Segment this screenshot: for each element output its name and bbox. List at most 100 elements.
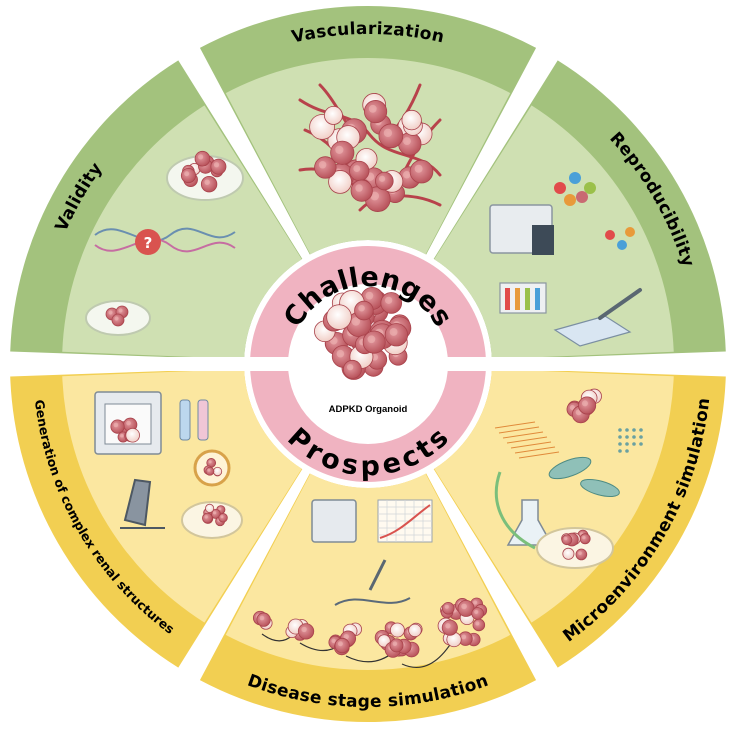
ecm-fiber	[498, 426, 540, 434]
cell-highlight	[582, 535, 586, 540]
cell-highlight	[336, 349, 345, 358]
cell-highlight	[113, 422, 119, 428]
stage-1-cells	[252, 610, 273, 630]
light-cell	[389, 622, 405, 638]
cell-highlight	[198, 154, 204, 160]
cell-highlight	[204, 515, 208, 519]
center-organoid-cells	[314, 286, 412, 380]
reproducibility-illustration	[489, 172, 642, 347]
cell	[384, 323, 409, 347]
cell-highlight	[365, 291, 374, 300]
cell-highlight	[581, 400, 588, 407]
cell-highlight	[331, 638, 336, 644]
ecm-fiber	[502, 431, 544, 439]
cell	[471, 607, 485, 620]
lab-instrument	[311, 499, 357, 543]
colored-cell	[576, 191, 588, 203]
cell-highlight	[207, 468, 211, 472]
cell-highlight	[392, 641, 398, 647]
flow-arrow	[494, 471, 536, 550]
tube	[179, 399, 191, 441]
cell	[362, 330, 386, 354]
cell	[110, 419, 125, 434]
cell-highlight	[213, 162, 220, 168]
cell	[409, 159, 434, 184]
pipette	[598, 288, 642, 320]
organoid-illustration	[314, 286, 412, 380]
ecm-fiber	[506, 436, 548, 444]
molecule-dot	[639, 435, 643, 439]
cell-highlight	[475, 621, 480, 626]
cell-highlight	[220, 515, 224, 519]
segment-reproducibility-inner	[434, 105, 674, 360]
test-tube	[505, 288, 510, 310]
center-hub: Challenges Prospects ADPKD Organoid	[240, 246, 496, 482]
cell	[472, 618, 486, 632]
cell-highlight	[114, 316, 119, 321]
cell	[218, 513, 228, 523]
cell-highlight	[368, 104, 377, 113]
cell	[375, 171, 394, 191]
dish-cells	[561, 529, 591, 561]
light-cell	[323, 105, 343, 125]
light-cell	[212, 466, 223, 477]
cell	[180, 167, 197, 184]
cell	[354, 300, 374, 321]
test-tube	[535, 288, 540, 310]
cell-highlight	[259, 615, 265, 621]
colored-cell	[564, 194, 576, 206]
colored-cell	[569, 172, 581, 184]
cell-highlight	[445, 623, 451, 629]
molecule-dot	[639, 428, 643, 432]
dish-cells	[202, 503, 228, 527]
cell-highlight	[184, 171, 190, 177]
cell	[330, 140, 355, 165]
cell	[441, 619, 458, 636]
dna-strand	[334, 597, 411, 606]
molecule-dot	[618, 442, 622, 446]
cell	[579, 533, 591, 545]
cell-highlight	[118, 308, 123, 313]
molecule-dot	[625, 449, 629, 453]
cell-highlight	[473, 600, 478, 605]
cell-highlight	[208, 460, 212, 464]
cell	[349, 160, 370, 182]
vascularization-cells	[309, 93, 434, 212]
cell-highlight	[353, 165, 361, 172]
cell-highlight	[343, 633, 349, 640]
magnified-cells	[203, 458, 223, 477]
cell	[363, 100, 388, 124]
machine-panel	[532, 225, 554, 255]
ecm-fiber	[510, 441, 552, 449]
trend-line	[379, 504, 431, 539]
question-icon	[135, 229, 161, 255]
fibroblast	[580, 478, 620, 498]
test-tube	[525, 288, 530, 310]
cell	[441, 601, 455, 615]
molecule-dot	[632, 435, 636, 439]
cell	[389, 638, 404, 653]
light-cell	[326, 304, 352, 330]
colored-cell	[584, 182, 596, 194]
cell-highlight	[370, 191, 380, 201]
cell	[314, 156, 337, 179]
light-cell	[328, 170, 352, 194]
light-cell	[205, 503, 215, 513]
molecule-dot	[618, 435, 622, 439]
cell	[297, 623, 315, 640]
illustrations: ?	[85, 83, 643, 669]
colored-cell	[554, 182, 566, 194]
cell	[334, 637, 350, 654]
molecule-dot	[625, 442, 629, 446]
cell-highlight	[578, 551, 582, 555]
cell-highlight	[218, 507, 222, 511]
cell-highlight	[335, 145, 344, 154]
cell-highlight	[358, 304, 365, 312]
colored-cell	[617, 240, 627, 250]
cell-highlight	[444, 604, 449, 609]
cell-highlight	[563, 536, 568, 541]
microenvironment-illustration	[494, 388, 643, 569]
stage-3-cells	[328, 622, 363, 656]
petri-dish	[536, 527, 614, 569]
